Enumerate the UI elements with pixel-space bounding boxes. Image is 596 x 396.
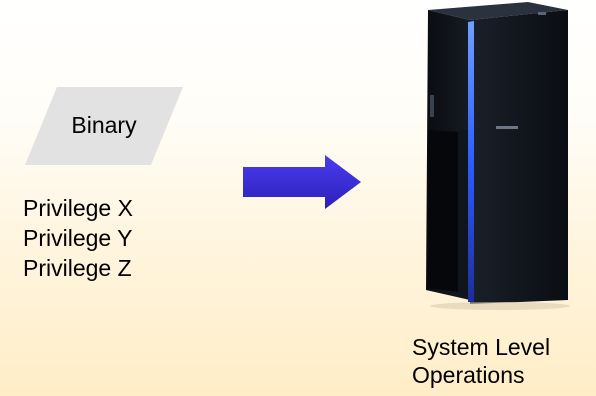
privilege-item: Privilege X — [23, 195, 133, 221]
caption-line: System Level — [412, 334, 551, 360]
privilege-item: Privilege Z — [23, 255, 132, 281]
privilege-list: Privilege X Privilege Y Privilege Z — [23, 193, 133, 283]
binary-label: Binary — [71, 112, 137, 138]
binary-parallelogram — [25, 87, 183, 165]
server-caption: System Level Operations — [412, 333, 550, 389]
right-arrow-icon — [243, 155, 361, 209]
caption-line: Operations — [412, 362, 525, 388]
mainframe-server-icon — [426, 2, 570, 310]
privilege-item: Privilege Y — [23, 225, 133, 251]
